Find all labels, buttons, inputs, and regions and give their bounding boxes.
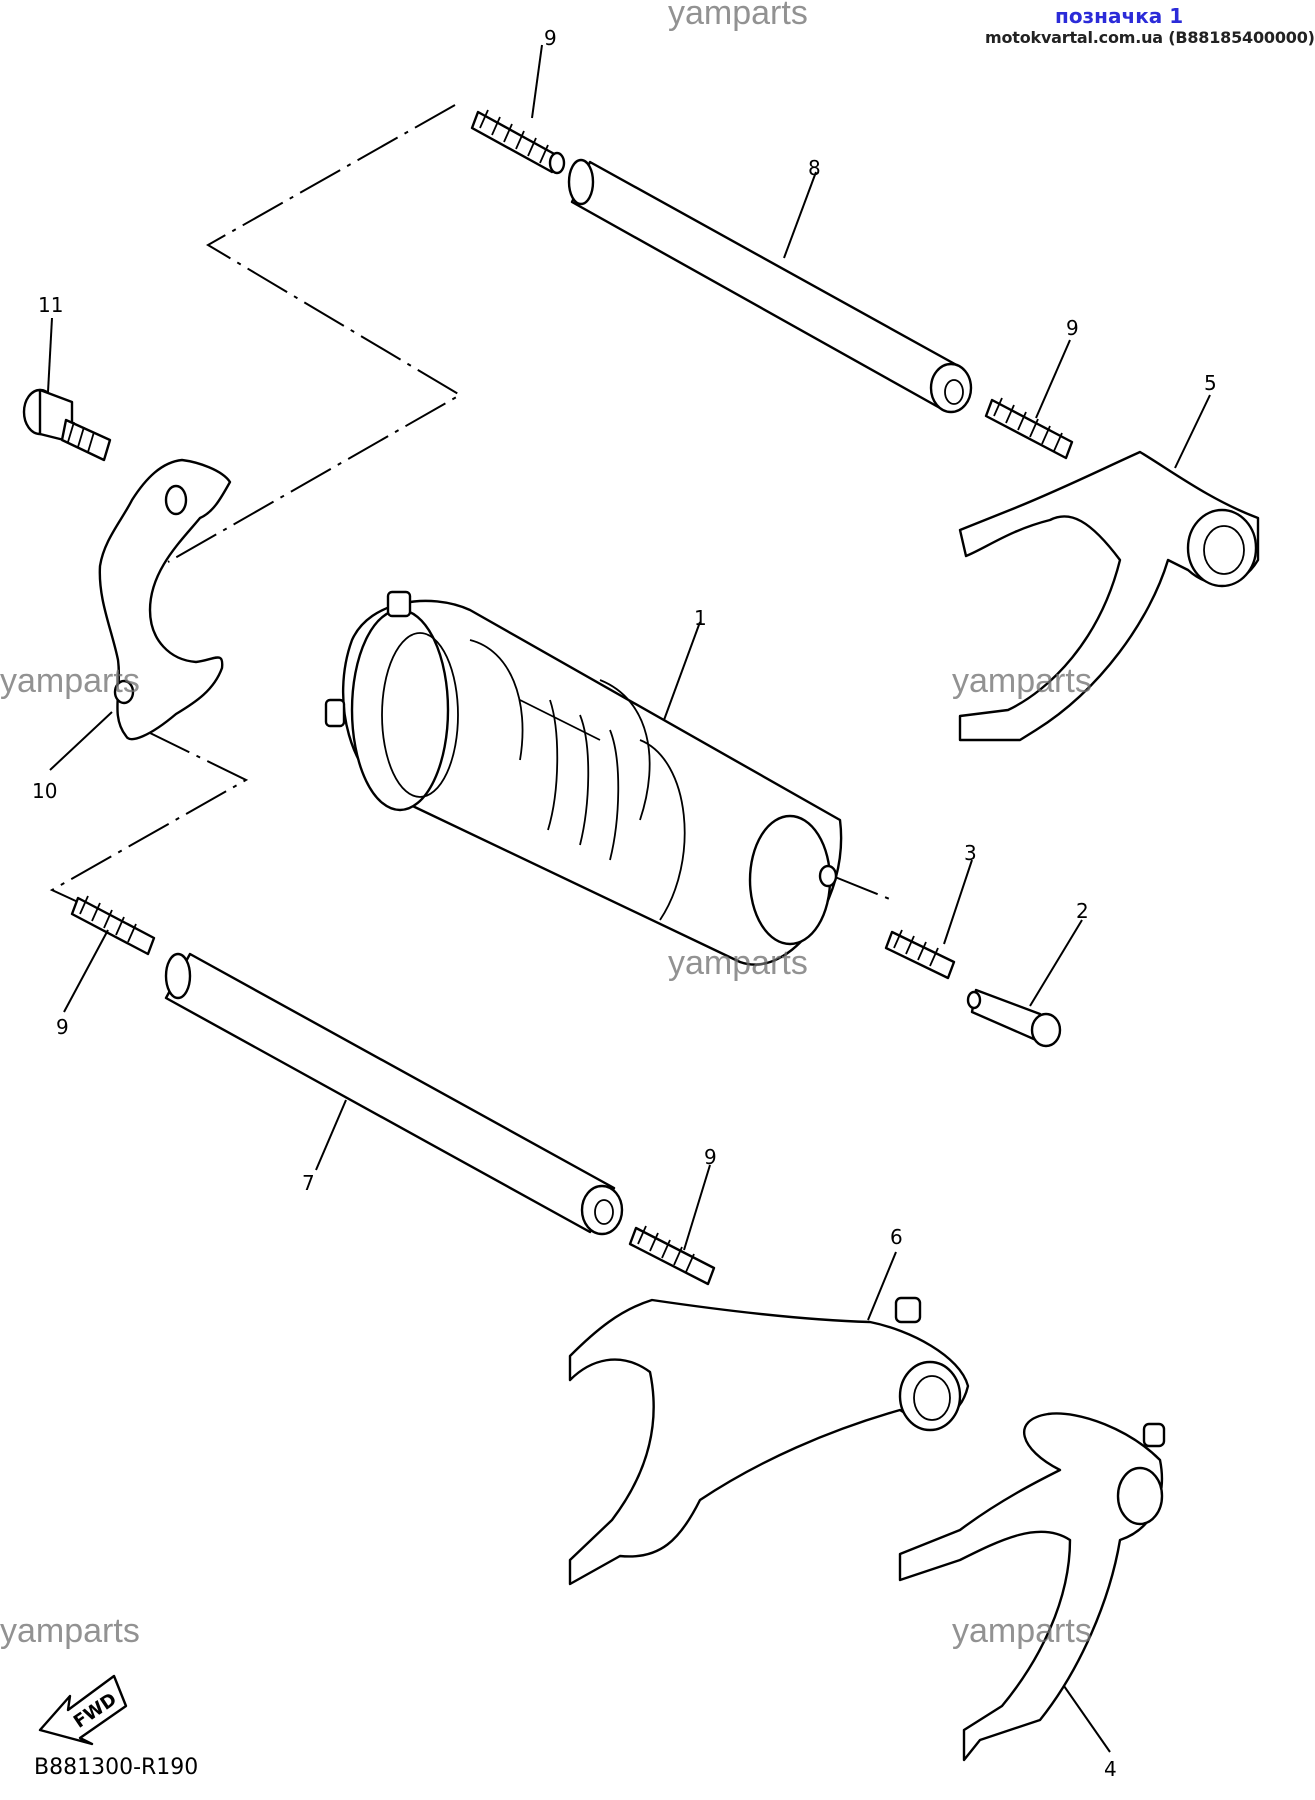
shift-fork-part-6 (568, 1296, 970, 1586)
callout-7: 7 (302, 1171, 315, 1195)
assembly-line-pin (834, 876, 893, 901)
shift-fork-part-4 (898, 1412, 1166, 1762)
assembly-line-bottom (49, 731, 249, 903)
watermark: yamparts (668, 944, 808, 982)
stopper-plate-part-10 (98, 458, 232, 741)
watermark: yamparts (0, 1612, 140, 1650)
spring-part-9-top (470, 109, 566, 175)
spring-part-9-bottom-left (70, 895, 156, 956)
spring-part-9-right (984, 397, 1074, 460)
bolt-part-11 (22, 388, 112, 462)
spring-part-9-bottom-right (628, 1225, 716, 1286)
fwd-arrow-icon: FWD (38, 1674, 128, 1746)
leader-lines (47, 44, 1211, 1753)
watermark: yamparts (952, 662, 1092, 700)
callout-9-bottom-right: 9 (704, 1145, 717, 1169)
watermark: yamparts (0, 662, 140, 700)
callout-6: 6 (890, 1225, 903, 1249)
shift-fork-part-5 (958, 450, 1260, 742)
shift-drum-part-1 (324, 590, 843, 966)
callout-4: 4 (1104, 1757, 1117, 1781)
callout-2: 2 (1076, 899, 1089, 923)
callout-5: 5 (1204, 371, 1217, 395)
callout-9-top: 9 (544, 26, 557, 50)
watermark-top: yamparts (668, 0, 808, 32)
diagram-code: B881300-R190 (34, 1755, 199, 1780)
callout-11: 11 (38, 293, 63, 317)
callout-9-bottom-left: 9 (56, 1015, 69, 1039)
assembly-line-top (167, 104, 462, 563)
pin-part-2 (966, 988, 1062, 1048)
callout-1: 1 (694, 606, 707, 630)
spring-part-3 (884, 929, 956, 980)
callout-8: 8 (808, 156, 821, 180)
callout-10: 10 (32, 779, 57, 803)
callout-3: 3 (964, 841, 977, 865)
callout-9-right: 9 (1066, 316, 1079, 340)
shaft-part-8 (567, 158, 973, 414)
watermark: yamparts (952, 1612, 1092, 1650)
source-reference: motokvartal.com.ua (B88185400000) (985, 28, 1315, 47)
shaft-part-7 (164, 952, 624, 1236)
exploded-parts-diagram: 9 8 9 5 11 10 1 3 2 9 7 9 6 4 FWD (22, 26, 1260, 1781)
diagram-label: позначка 1 (1055, 4, 1184, 28)
